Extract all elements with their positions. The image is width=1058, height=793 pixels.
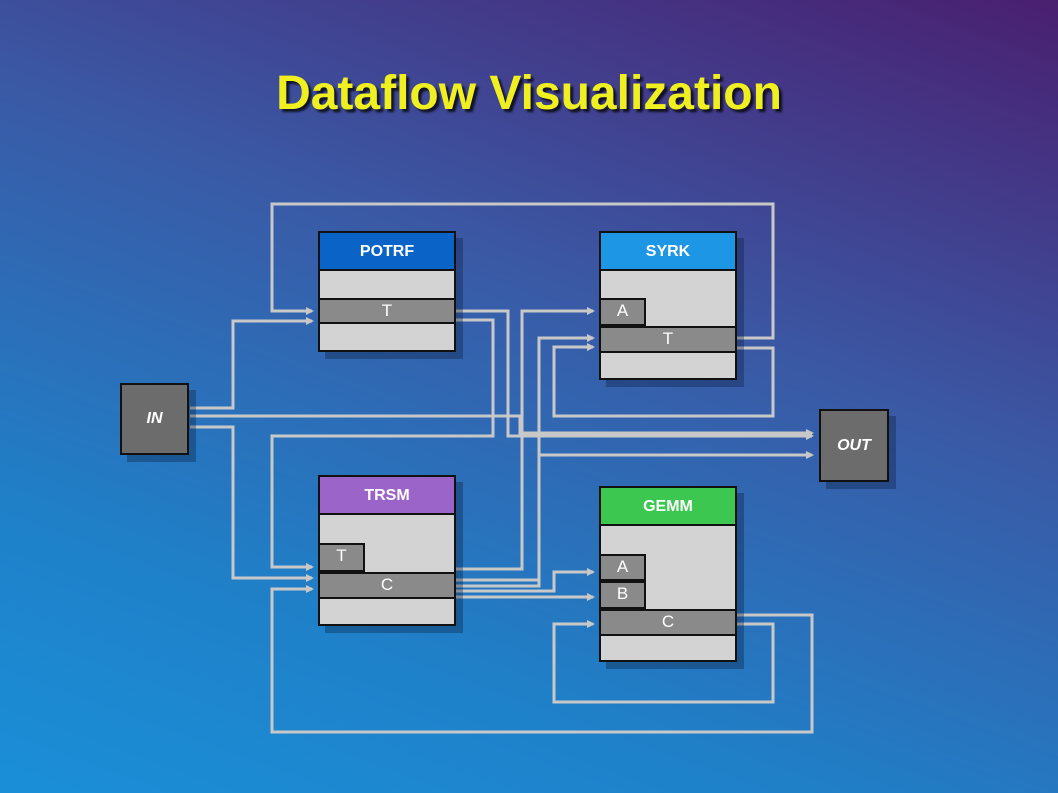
wire-potrf-to-out [456, 309, 814, 440]
out-label: OUT [819, 409, 889, 482]
potrf-node[interactable]: POTRF T [318, 231, 463, 359]
trsm-port-t[interactable]: T [320, 543, 365, 572]
wire-gemm-to-trsm-c [270, 585, 814, 734]
wire-trsm-to-syrk-t [456, 334, 595, 582]
potrf-header: POTRF [320, 233, 454, 271]
trsm-header: TRSM [320, 477, 454, 515]
syrk-header: SYRK [601, 233, 735, 271]
wire-gemm-loop [552, 620, 775, 704]
gemm-port-b[interactable]: B [601, 581, 646, 609]
wire-trsm-to-syrk-a [456, 307, 595, 571]
wire-trsm-to-out [456, 451, 814, 588]
trsm-box: TRSM T C [318, 475, 456, 626]
trsm-node[interactable]: TRSM T C [318, 475, 463, 633]
syrk-port-t[interactable]: T [601, 326, 735, 353]
wire-syrk-loop [552, 343, 775, 418]
wire-in-to-out [190, 414, 814, 437]
syrk-box: SYRK A T [599, 231, 737, 380]
wire-syrk-to-potrf [270, 202, 775, 340]
page-title: Dataflow Visualization [276, 67, 782, 120]
in-node[interactable]: IN [120, 383, 196, 462]
gemm-box: GEMM A B C [599, 486, 737, 662]
gemm-node[interactable]: GEMM A B C [599, 486, 744, 669]
potrf-box: POTRF T [318, 231, 456, 352]
wire-trsm-to-gemm-a [456, 568, 595, 593]
wire-in-to-trsm-c [190, 425, 314, 582]
syrk-port-a[interactable]: A [601, 298, 646, 326]
out-node[interactable]: OUT [819, 409, 896, 489]
in-label: IN [120, 383, 189, 455]
gemm-port-c[interactable]: C [601, 609, 735, 636]
gemm-header: GEMM [601, 488, 735, 526]
syrk-node[interactable]: SYRK A T [599, 231, 744, 387]
gemm-port-a[interactable]: A [601, 554, 646, 581]
potrf-port-t[interactable]: T [320, 298, 454, 324]
wire-potrf-to-trsm-t [270, 318, 495, 571]
wire-in-to-potrf [190, 317, 314, 410]
trsm-port-c[interactable]: C [320, 572, 454, 599]
